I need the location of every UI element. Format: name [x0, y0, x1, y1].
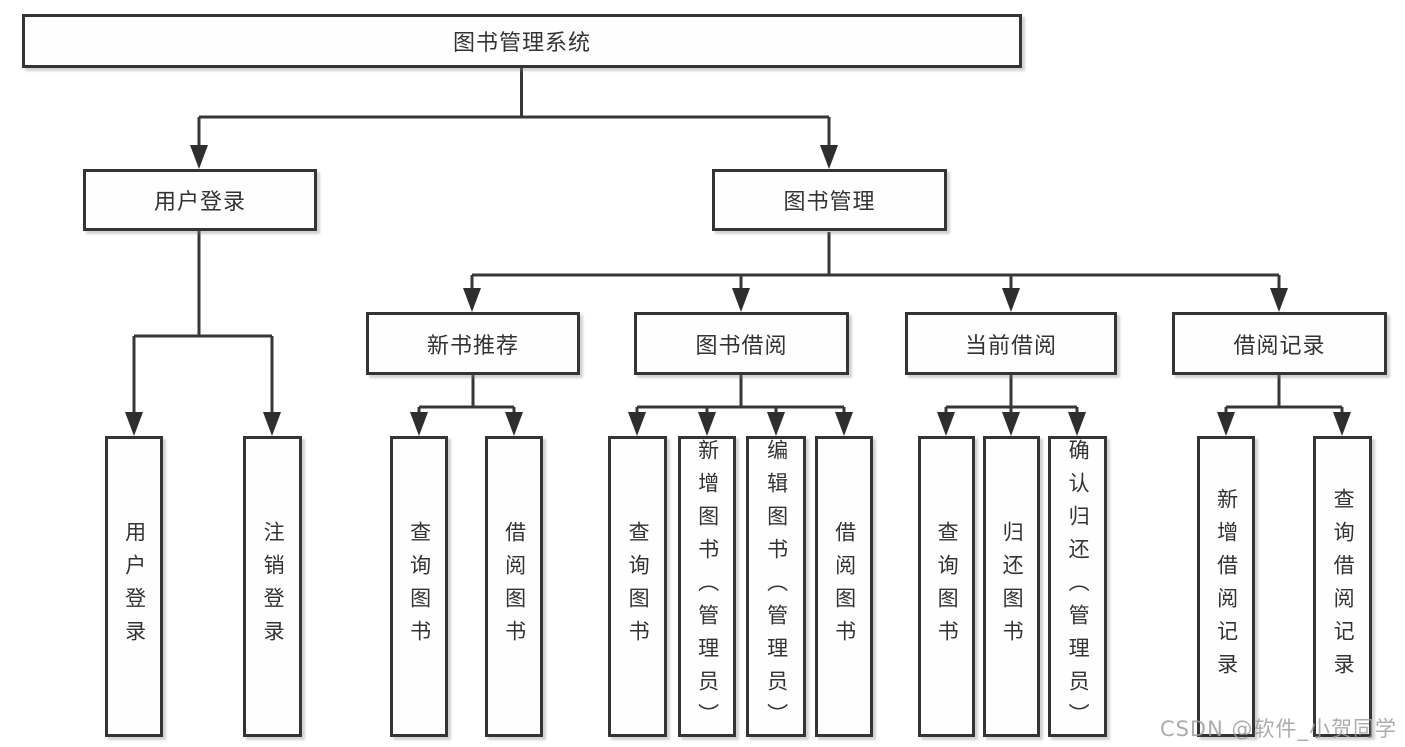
node-book-borrowing: 图书借阅 [634, 312, 849, 375]
leaf-user-login: 用户登录 [105, 436, 163, 737]
leaf-record-query-borrow-record: 查询借阅记录 [1313, 436, 1372, 737]
leaf-current-confirm-return-admin: 确认归还（管理员） [1048, 436, 1107, 737]
leaf-borrow-borrow-books: 借阅图书 [815, 436, 873, 737]
node-current-borrowing: 当前借阅 [905, 312, 1117, 375]
csdn-watermark: CSDN @软件_小贺同学 [1159, 717, 1397, 741]
leaf-borrow-query-books: 查询图书 [608, 436, 667, 737]
leaf-current-query-books: 查询图书 [918, 436, 975, 737]
node-user-login: 用户登录 [83, 169, 317, 231]
leaf-logout: 注销登录 [243, 436, 302, 737]
leaf-borrow-add-books-admin: 新增图书（管理员） [678, 436, 736, 737]
leaf-record-add-borrow-record: 新增借阅记录 [1197, 436, 1255, 737]
leaf-current-return-books: 归还图书 [983, 436, 1040, 737]
node-new-book-recommendation: 新书推荐 [366, 312, 580, 375]
leaf-borrow-edit-books-admin: 编辑图书（管理员） [746, 436, 806, 737]
node-borrowing-records: 借阅记录 [1172, 312, 1387, 375]
leaf-newbook-query-books: 查询图书 [390, 436, 448, 737]
node-book-management: 图书管理 [712, 169, 947, 231]
leaf-newbook-borrow-books: 借阅图书 [485, 436, 543, 737]
node-library-management-system: 图书管理系统 [22, 14, 1022, 68]
